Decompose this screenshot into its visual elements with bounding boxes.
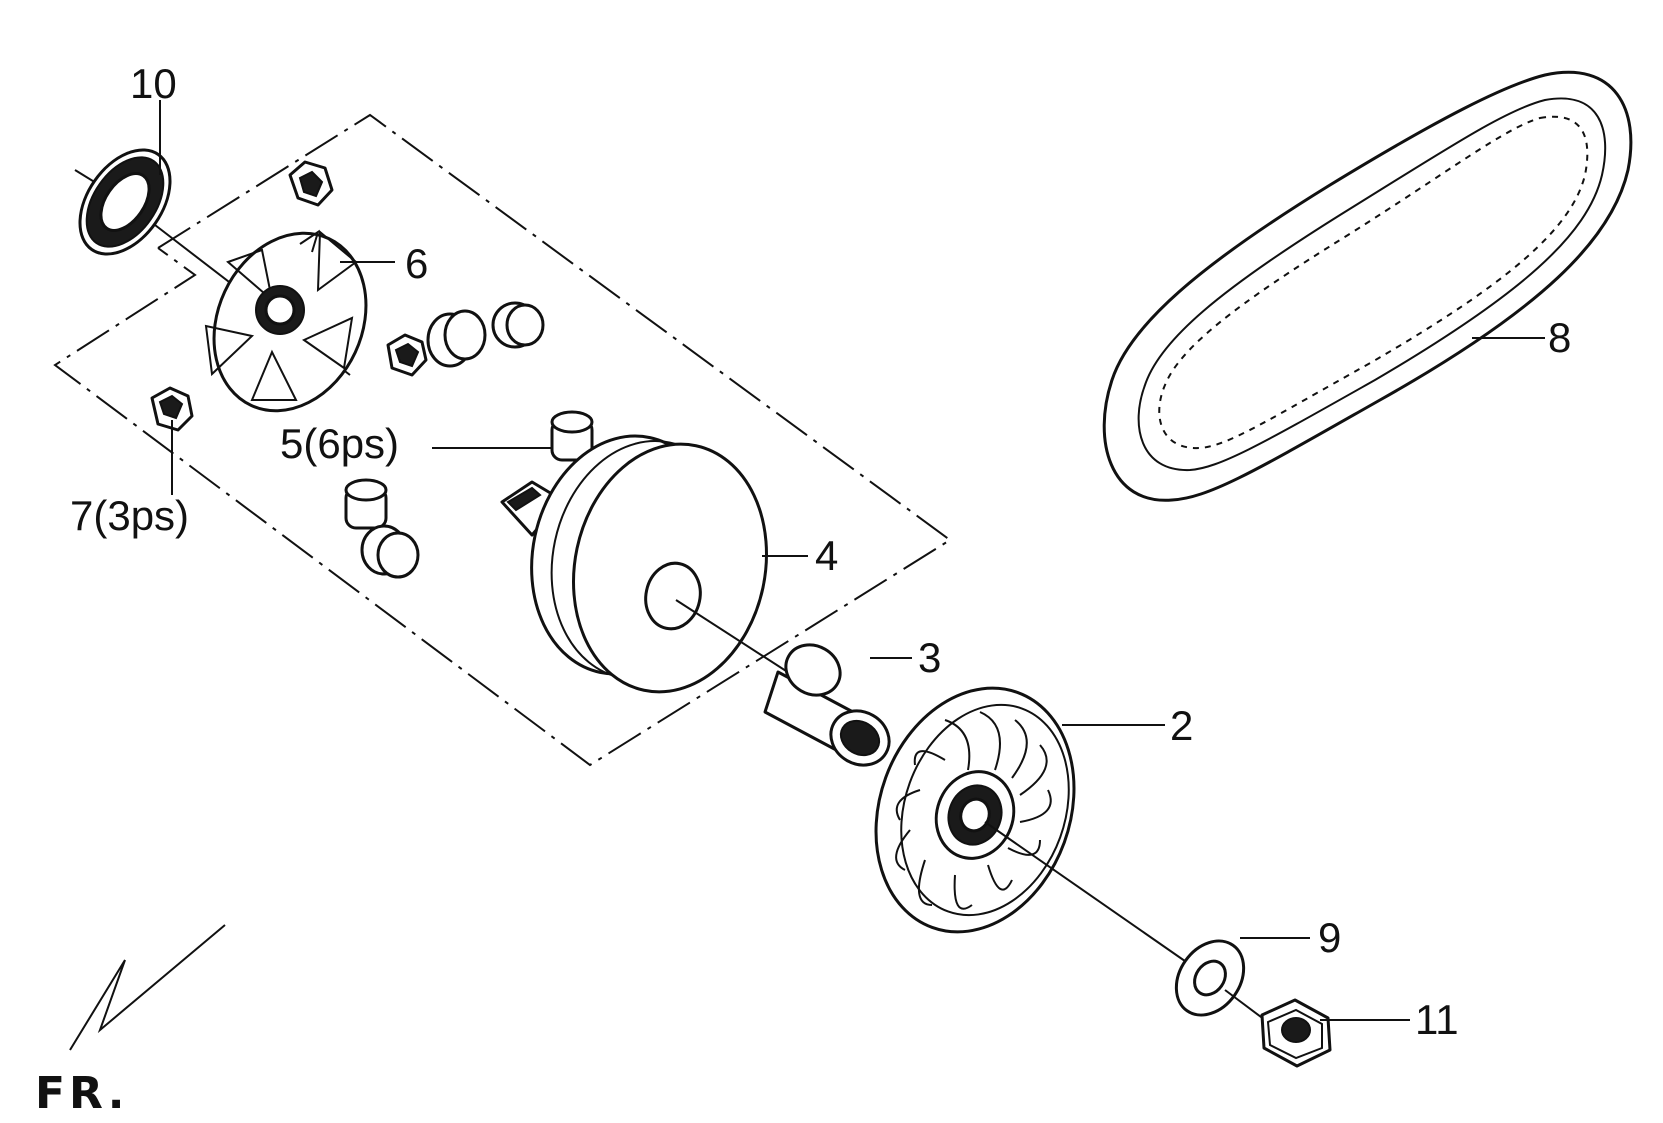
label-part-4: 4 bbox=[815, 532, 838, 579]
part-4-movable-drive-face bbox=[530, 434, 801, 694]
roller bbox=[550, 410, 594, 462]
label-part-2: 2 bbox=[1170, 702, 1193, 749]
front-direction-indicator: FR. bbox=[35, 924, 226, 1119]
part-10-oil-seal bbox=[74, 148, 351, 376]
part-7-sliders bbox=[150, 160, 428, 432]
label-part-11: 11 bbox=[1415, 996, 1459, 1043]
roller bbox=[426, 309, 487, 368]
roller bbox=[360, 524, 420, 579]
leader-lines bbox=[159, 100, 1410, 1021]
label-part-5: 5(6ps) bbox=[280, 420, 399, 467]
part-8-drive-belt bbox=[1102, 70, 1633, 502]
part-5-rollers bbox=[344, 301, 594, 579]
front-label: FR. bbox=[35, 1068, 128, 1119]
roller bbox=[344, 478, 388, 530]
label-part-6: 6 bbox=[405, 240, 428, 287]
label-part-8: 8 bbox=[1548, 314, 1571, 361]
label-part-10: 10 bbox=[130, 60, 177, 107]
part-2-fan-drive-face bbox=[874, 686, 1206, 976]
label-part-9: 9 bbox=[1318, 914, 1341, 961]
label-part-7: 7(3ps) bbox=[70, 492, 189, 539]
part-labels: 10 6 5(6ps) 7(3ps) 4 3 2 8 9 11 bbox=[70, 60, 1571, 1043]
roller bbox=[491, 301, 545, 349]
label-part-3: 3 bbox=[918, 634, 941, 681]
part-3-collar bbox=[763, 643, 891, 767]
part-6-ramp-plate bbox=[204, 229, 368, 413]
kit-outline bbox=[53, 113, 952, 767]
part-11-nut bbox=[1260, 998, 1332, 1068]
part-9-washer bbox=[1174, 939, 1266, 1021]
